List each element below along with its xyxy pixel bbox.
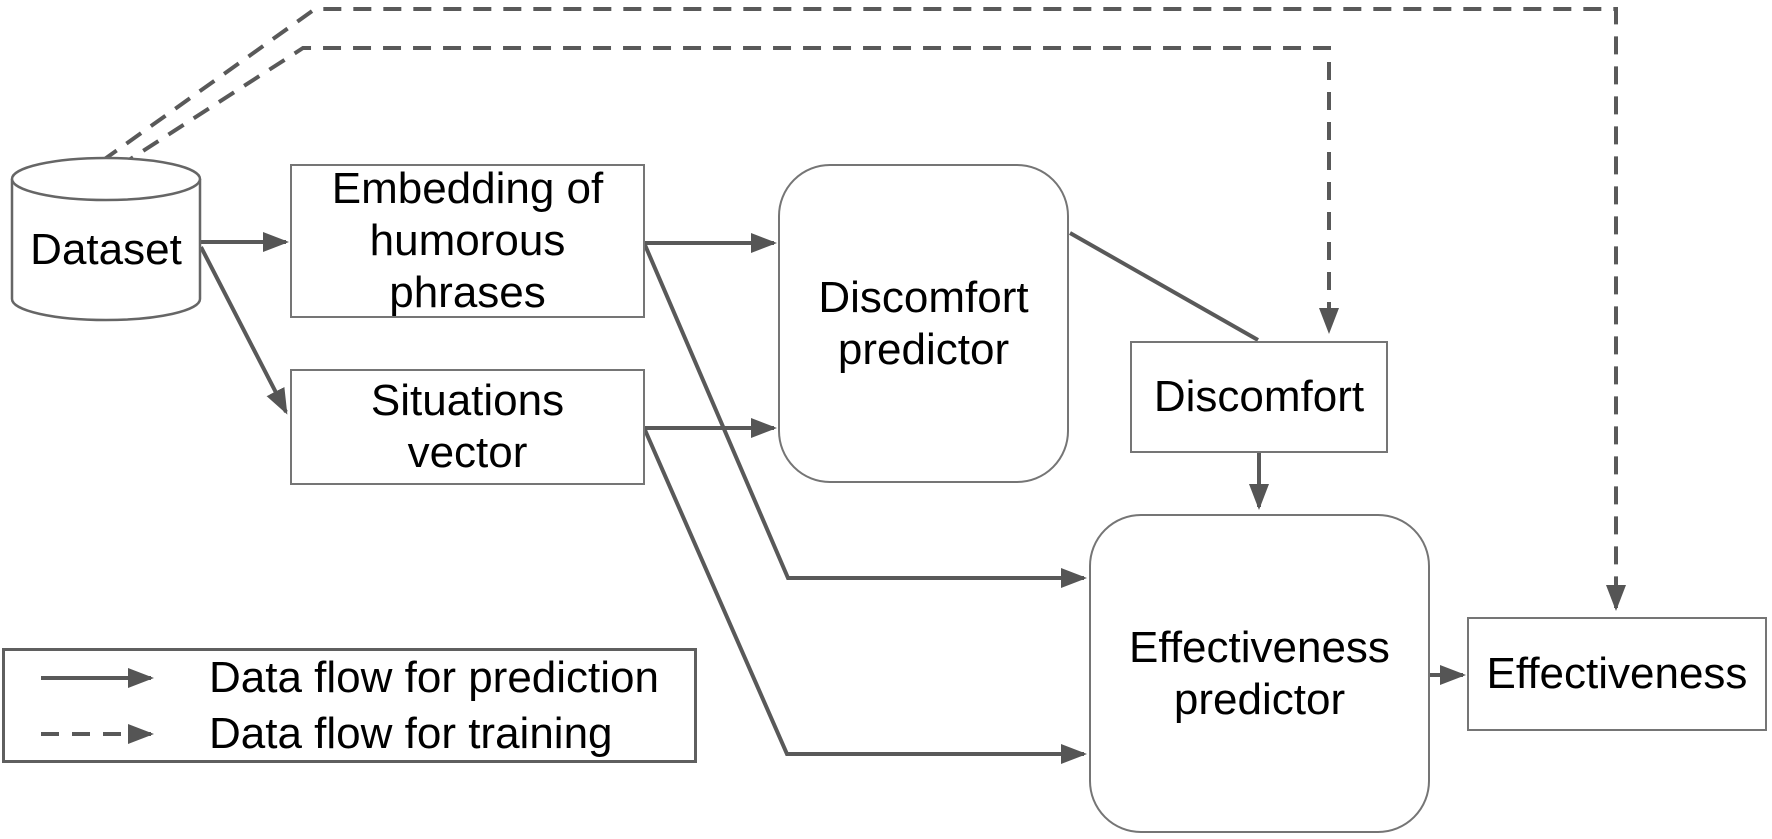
node-label-line: Effectiveness <box>1486 649 1748 698</box>
legend-row-prediction: Data flow for prediction <box>39 652 694 702</box>
node-effectiveness: Effectiveness <box>1467 617 1767 731</box>
node-label-line: predictor <box>837 324 1010 374</box>
node-effectiveness-predictor: Effectiveness predictor <box>1089 514 1430 833</box>
edge-embedding-effectiveness-predictor <box>643 244 1087 588</box>
node-label-line: vector <box>407 428 528 477</box>
edge-dataset-situations <box>199 246 288 415</box>
node-situations: Situations vector <box>290 369 645 485</box>
node-label-line: Effectiveness <box>1129 622 1390 672</box>
solid-arrow-icon <box>41 667 154 688</box>
node-label-line: Situations <box>370 376 565 425</box>
edge-situations-effectiveness-predictor <box>643 429 1087 764</box>
node-discomfort-predictor: Discomfort predictor <box>778 164 1069 483</box>
node-dataset-label: Dataset <box>30 225 182 274</box>
edge-dataset-effectiveness-training <box>100 7 1626 611</box>
dataset-cylinder-icon <box>10 156 202 322</box>
legend-row-training: Data flow for training <box>39 708 694 758</box>
node-label-line: Discomfort <box>1153 372 1365 421</box>
node-discomfort: Discomfort <box>1130 341 1388 453</box>
node-label-line: Discomfort <box>818 272 1029 322</box>
edge-discomfort-predictor-discomfort <box>1069 231 1259 342</box>
node-label-line: humorous <box>369 216 566 265</box>
legend: Data flow for prediction Data flow for t… <box>2 648 697 763</box>
node-label-line: predictor <box>1173 674 1346 724</box>
node-label-line: phrases <box>389 268 546 317</box>
legend-label-training: Data flow for training <box>209 708 613 758</box>
node-embedding: Embedding of humorous phrases <box>290 164 645 318</box>
dashed-arrow-icon <box>41 723 154 744</box>
node-dataset: Dataset <box>12 192 200 308</box>
edge-dataset-discomfort-training <box>116 46 1339 334</box>
legend-label-prediction: Data flow for prediction <box>209 652 659 702</box>
node-label-line: Embedding of <box>331 164 604 213</box>
